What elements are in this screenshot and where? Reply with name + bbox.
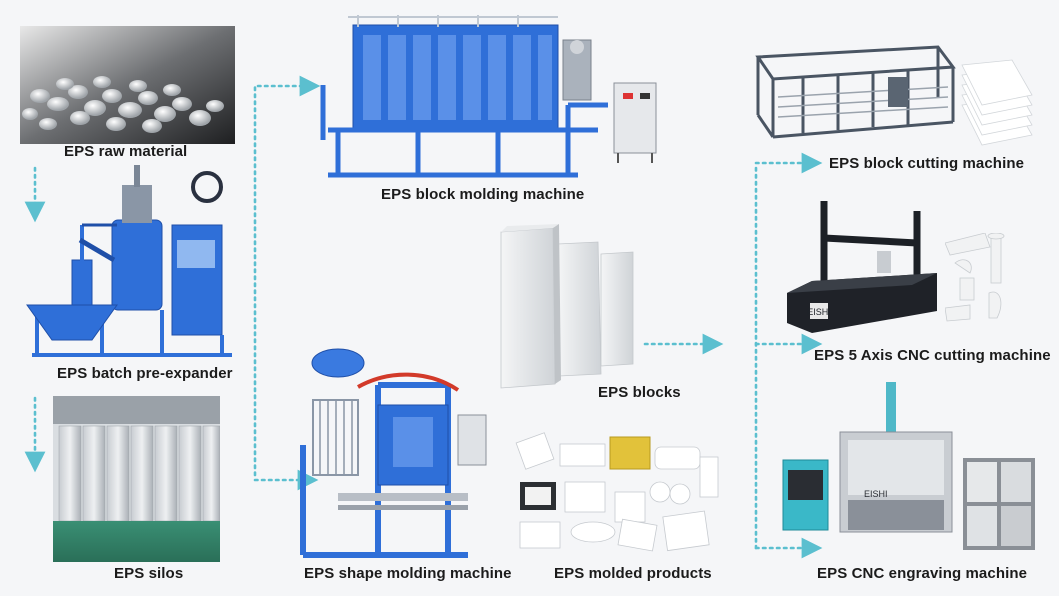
label-shape-molding: EPS shape molding machine bbox=[304, 565, 512, 582]
label-raw-material: EPS raw material bbox=[64, 143, 188, 160]
engraving-samples-image bbox=[963, 458, 1035, 550]
block-molding-image bbox=[320, 15, 657, 178]
cut-sheets-image bbox=[961, 59, 1033, 146]
silos-image bbox=[53, 396, 220, 562]
label-blocks: EPS blocks bbox=[598, 384, 681, 401]
cnc-engraving-image: EISHI bbox=[782, 382, 953, 533]
molded-products-image bbox=[515, 432, 719, 552]
label-pre-expander: EPS batch pre-expander bbox=[57, 365, 233, 382]
arrow-to-block-molding bbox=[253, 75, 321, 477]
label-cnc-5axis: EPS 5 Axis CNC cutting machine bbox=[814, 347, 1051, 364]
cnc-5axis-image: EISHI bbox=[787, 201, 937, 333]
cnc-engraving-brand: EISHI bbox=[864, 489, 888, 499]
block-cutting-image bbox=[755, 45, 956, 139]
blocks-image bbox=[500, 224, 634, 389]
pre-expander-image bbox=[26, 165, 232, 357]
label-block-molding: EPS block molding machine bbox=[381, 186, 585, 203]
shape-molding-image bbox=[300, 348, 487, 558]
raw-material-image bbox=[20, 26, 235, 144]
label-cnc-engraving: EPS CNC engraving machine bbox=[817, 565, 1028, 582]
label-silos: EPS silos bbox=[114, 565, 184, 582]
cnc-sample-pieces bbox=[945, 233, 1005, 322]
label-block-cutting: EPS block cutting machine bbox=[829, 155, 1025, 172]
cnc-5axis-brand: EISHI bbox=[807, 307, 831, 317]
label-molded-products: EPS molded products bbox=[554, 565, 712, 582]
